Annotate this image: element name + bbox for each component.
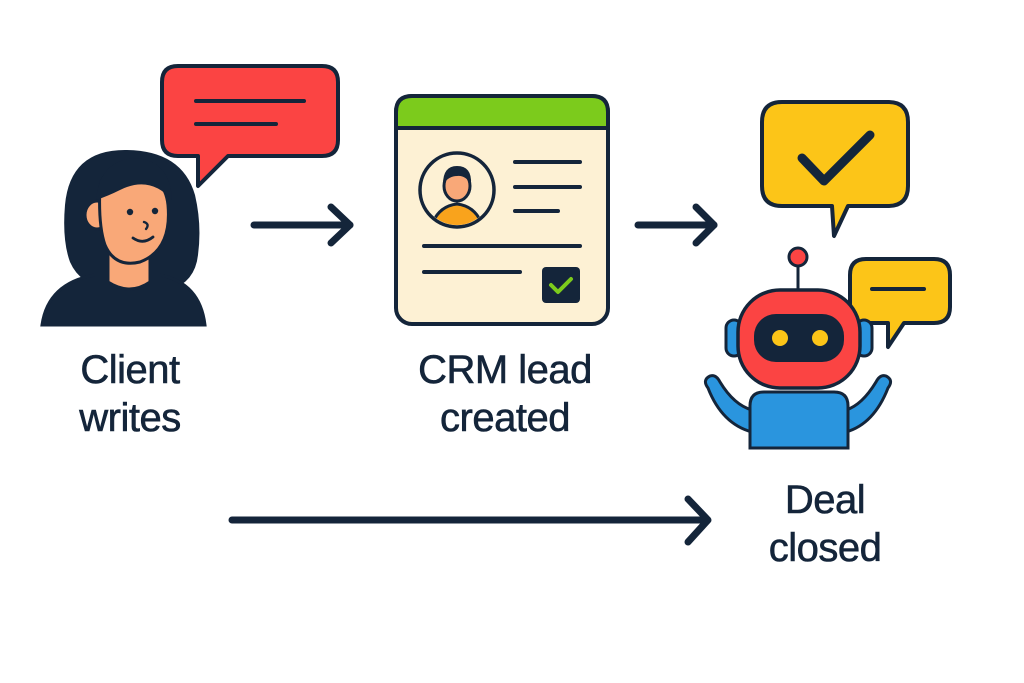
check-speech-bubble-icon bbox=[760, 100, 910, 238]
arrow-right-icon bbox=[250, 203, 354, 247]
step-label-line: created bbox=[440, 396, 571, 441]
long-arrow-right-icon bbox=[228, 495, 712, 546]
step-label-line: CRM lead bbox=[418, 348, 593, 393]
arrow-right-icon bbox=[634, 203, 718, 247]
checkbox-checked-icon bbox=[542, 267, 580, 303]
person-with-speech-bubble-icon bbox=[40, 64, 340, 327]
dash-speech-bubble-icon bbox=[848, 257, 952, 349]
step-label-line: Deal bbox=[784, 478, 866, 523]
step-label-line: closed bbox=[768, 526, 882, 571]
step-label-crm-lead-created: CRM lead created bbox=[380, 346, 630, 442]
step-label-client-writes: Client writes bbox=[40, 346, 220, 442]
woman-avatar-icon bbox=[40, 150, 207, 327]
step-label-deal-closed: Deal closed bbox=[740, 476, 910, 572]
crm-contact-card-icon bbox=[394, 94, 610, 326]
step-label-line: writes bbox=[79, 396, 182, 441]
robot-with-speech-bubbles-icon bbox=[703, 100, 952, 450]
step-label-line: Client bbox=[80, 348, 180, 393]
red-speech-bubble-icon bbox=[160, 64, 340, 188]
